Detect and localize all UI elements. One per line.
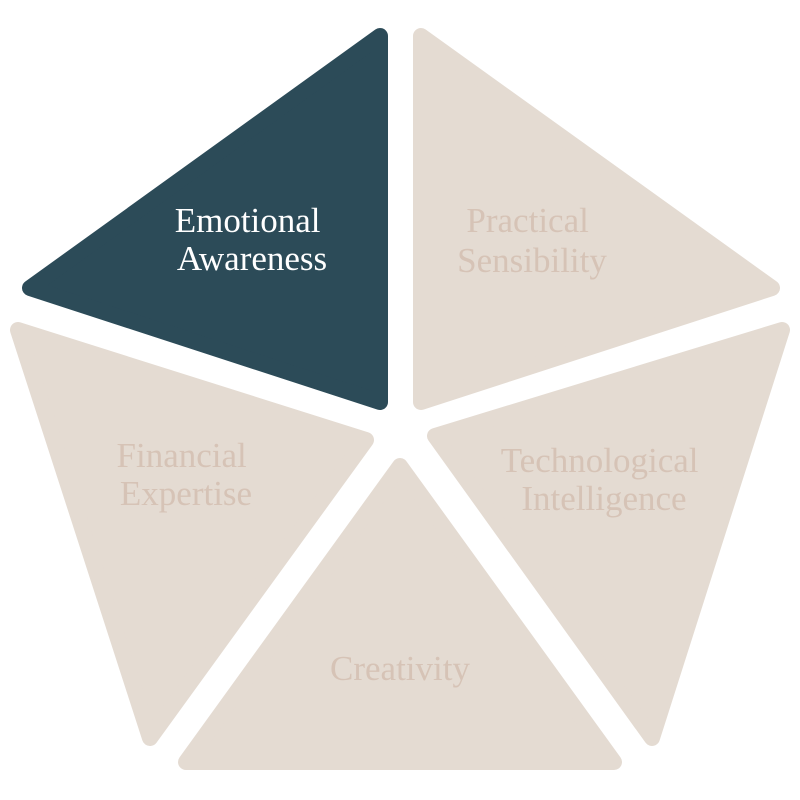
label-line: Practical — [466, 201, 589, 240]
segment-creativity[interactable]: Creativity — [178, 458, 622, 770]
label-line: Awareness — [177, 239, 327, 278]
segment-shape[interactable] — [10, 322, 374, 746]
segment-label: Practical Sensibility — [457, 201, 607, 280]
segment-practical-sensibility[interactable]: Practical Sensibility — [413, 28, 780, 410]
label-line: Intelligence — [521, 479, 686, 518]
label-line: Emotional — [175, 201, 321, 240]
segment-financial-expertise[interactable]: Financial Expertise — [10, 322, 374, 746]
segment-label: Technological Intelligence — [501, 441, 708, 518]
segment-label: Creativity — [330, 649, 470, 688]
label-line: Creativity — [330, 649, 470, 688]
segment-shape[interactable] — [178, 458, 622, 770]
segment-emotional-awareness[interactable]: Emotional Awareness — [22, 28, 388, 410]
label-line: Technological — [501, 441, 699, 480]
segment-label: Emotional Awareness — [175, 201, 330, 278]
label-line: Expertise — [120, 474, 252, 513]
segment-label: Financial Expertise — [117, 436, 256, 513]
segment-shape[interactable] — [22, 28, 388, 410]
label-line: Financial — [117, 436, 248, 475]
label-line: Sensibility — [457, 241, 607, 280]
segment-technological-intelligence[interactable]: Technological Intelligence — [427, 322, 790, 746]
segment-shape[interactable] — [427, 322, 790, 746]
segment-shape[interactable] — [413, 28, 780, 410]
